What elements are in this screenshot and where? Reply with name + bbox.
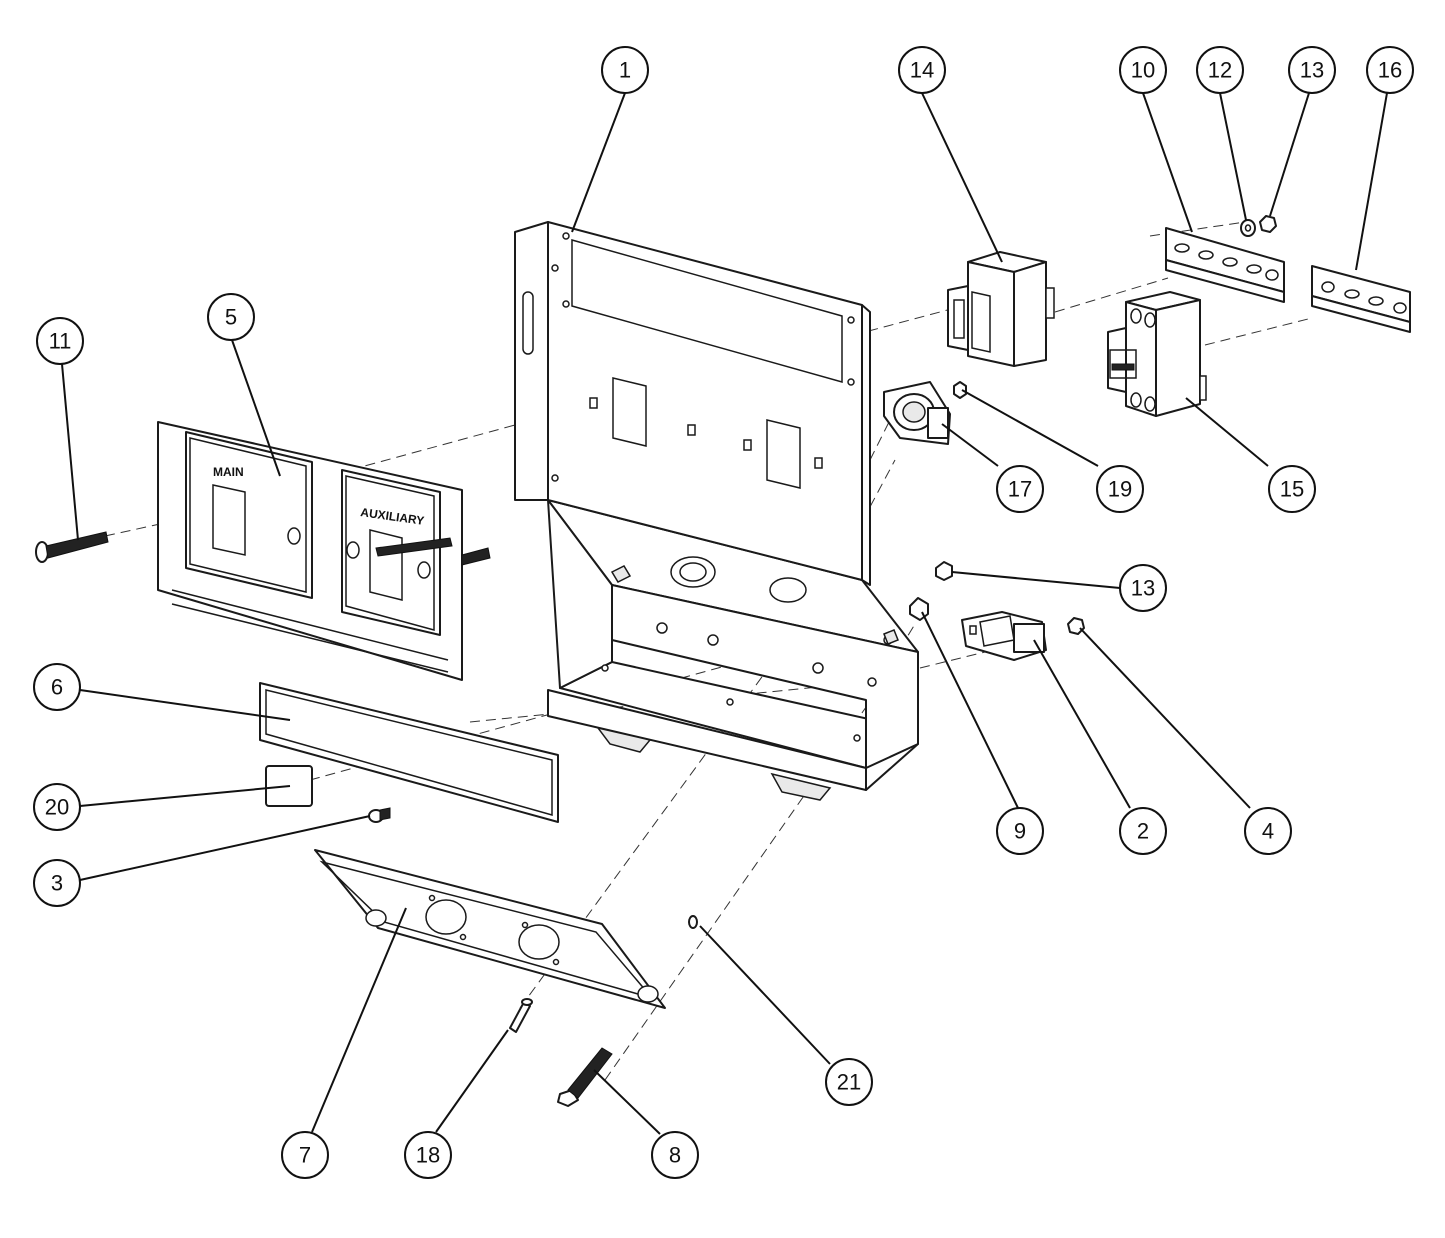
circuit-breaker-part-15 bbox=[1107, 291, 1207, 417]
connector-cutout-right bbox=[769, 577, 807, 603]
callout-2: 2 bbox=[1119, 807, 1167, 855]
callout-7-label: 7 bbox=[299, 1143, 311, 1168]
callout-11: 11 bbox=[36, 317, 84, 365]
callout-8-label: 8 bbox=[669, 1143, 681, 1168]
hex-bolt-part-8 bbox=[557, 1047, 613, 1107]
callout-12: 12 bbox=[1196, 46, 1244, 94]
cover-strip-part-6 bbox=[259, 682, 559, 823]
small-screw-part-3 bbox=[368, 807, 391, 823]
din-rail-part-16 bbox=[1311, 265, 1411, 333]
callout-13-lower-label: 13 bbox=[1131, 576, 1155, 601]
nut-part-19 bbox=[953, 381, 967, 399]
nut-part-4 bbox=[1067, 617, 1085, 635]
callout-19: 19 bbox=[1096, 465, 1144, 513]
long-bolt-part-11 bbox=[35, 531, 109, 563]
callout-20: 20 bbox=[33, 783, 81, 831]
callout-11-label: 11 bbox=[49, 329, 72, 354]
callout-12-label: 12 bbox=[1208, 58, 1232, 83]
callout-15-label: 15 bbox=[1280, 477, 1304, 502]
callout-16-label: 16 bbox=[1378, 58, 1402, 83]
circuit-breaker-part-14 bbox=[947, 251, 1055, 367]
callout-16: 16 bbox=[1366, 46, 1414, 94]
callout-18: 18 bbox=[404, 1131, 452, 1179]
callout-8: 8 bbox=[651, 1131, 699, 1179]
callout-21: 21 bbox=[825, 1058, 873, 1106]
callout-5: 5 bbox=[207, 293, 255, 341]
faceplate-part-5: MAIN AUXILIARY bbox=[157, 421, 491, 681]
callout-18-label: 18 bbox=[416, 1143, 440, 1168]
callout-5-label: 5 bbox=[225, 305, 237, 330]
nut-part-13-top bbox=[1259, 215, 1277, 233]
callout-6-label: 6 bbox=[51, 675, 63, 700]
callout-13-lower: 13 bbox=[1119, 564, 1167, 612]
din-rail-part-10 bbox=[1165, 227, 1285, 303]
connector-part-17 bbox=[883, 381, 951, 445]
callout-17-label: 17 bbox=[1008, 477, 1032, 502]
callout-20-label: 20 bbox=[45, 795, 69, 820]
callout-19-label: 19 bbox=[1108, 477, 1132, 502]
main-bracket bbox=[514, 221, 919, 801]
callout-3: 3 bbox=[33, 859, 81, 907]
callout-10: 10 bbox=[1119, 46, 1167, 94]
callout-21-label: 21 bbox=[837, 1070, 861, 1095]
callout-10-label: 10 bbox=[1131, 58, 1155, 83]
pin-part-18 bbox=[509, 998, 533, 1033]
callout-9: 9 bbox=[996, 807, 1044, 855]
callout-17: 17 bbox=[996, 465, 1044, 513]
callout-1-label: 1 bbox=[619, 58, 631, 83]
callout-13-top: 13 bbox=[1288, 46, 1336, 94]
callout-14: 14 bbox=[898, 46, 946, 94]
switch-part-2 bbox=[961, 611, 1047, 661]
main-panel-label: MAIN bbox=[213, 465, 244, 479]
leader-lines bbox=[61, 92, 1388, 1135]
callout-14-label: 14 bbox=[910, 58, 934, 83]
callout-1: 1 bbox=[601, 46, 649, 94]
callout-9-label: 9 bbox=[1014, 819, 1026, 844]
callout-4: 4 bbox=[1244, 807, 1292, 855]
callout-6: 6 bbox=[33, 663, 81, 711]
callout-7: 7 bbox=[281, 1131, 329, 1179]
callout-13-top-label: 13 bbox=[1300, 58, 1324, 83]
callout-15: 15 bbox=[1268, 465, 1316, 513]
base-plate-part-7 bbox=[314, 849, 666, 1009]
washer-part-21 bbox=[688, 915, 698, 929]
callout-4-label: 4 bbox=[1262, 819, 1274, 844]
callout-3-label: 3 bbox=[51, 871, 63, 896]
nut-part-13-lower bbox=[935, 561, 953, 581]
callout-2-label: 2 bbox=[1137, 819, 1149, 844]
